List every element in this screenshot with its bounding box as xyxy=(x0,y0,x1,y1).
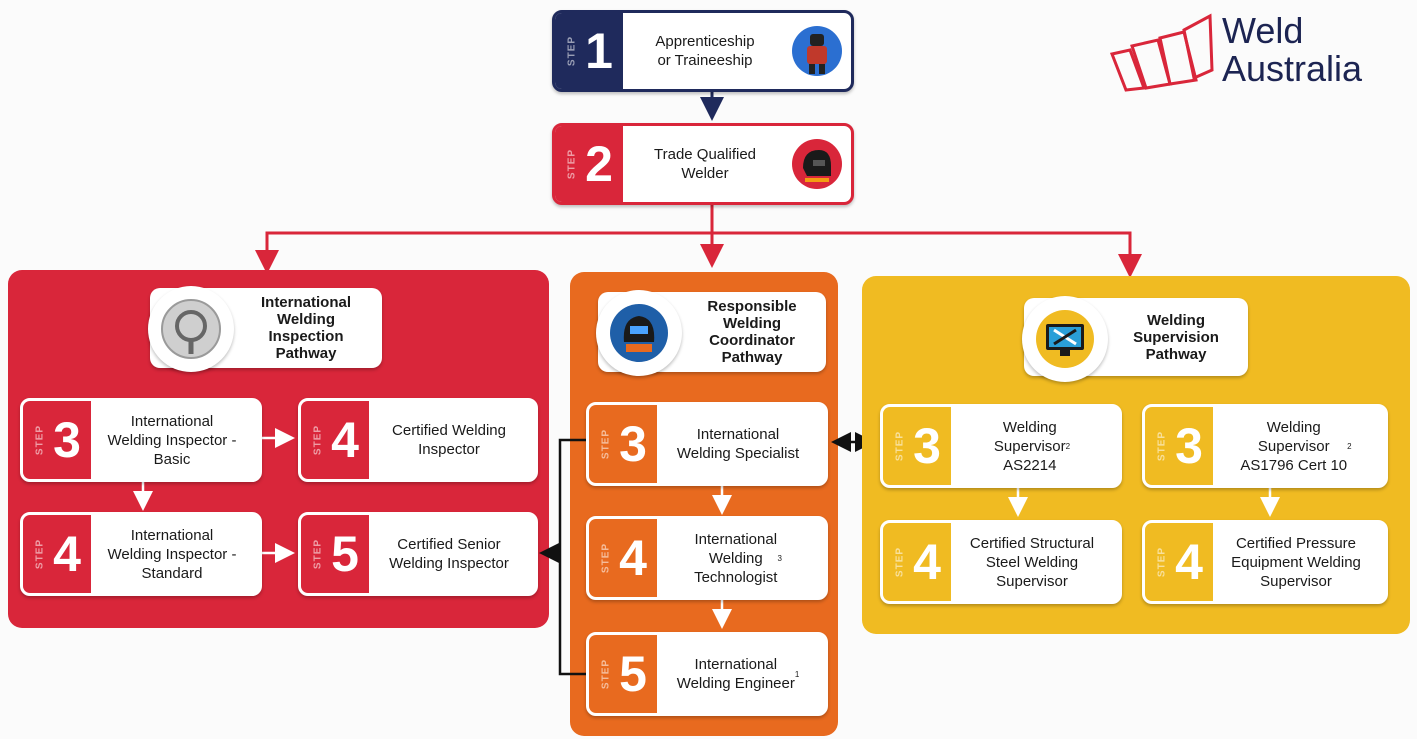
logo-mark-icon xyxy=(1109,13,1214,92)
inspection-step-standard: STEP 4 International Welding Inspector -… xyxy=(20,512,262,596)
step-number: 2 xyxy=(585,136,613,192)
inspection-step-senior-inspector: STEP 5 Certified Senior Welding Inspecto… xyxy=(298,512,538,596)
supervision-step-as1796: STEP 3 Welding Supervisor AS1796 Cert 10… xyxy=(1142,404,1388,488)
step-number: 4 xyxy=(619,530,647,586)
monitor-tools-icon xyxy=(1036,310,1094,368)
step-number: 3 xyxy=(1175,418,1203,474)
step-label: Certified Structural Steel Welding Super… xyxy=(969,534,1095,590)
step-label: International Welding Technologist xyxy=(694,530,778,586)
welding-helmet-icon xyxy=(792,139,842,189)
logo-text-australia: Australia xyxy=(1222,48,1363,89)
step-label: International Welding Inspector - Basic xyxy=(107,412,237,468)
welder-person-icon xyxy=(792,26,842,76)
step-1-card: STEP 1 Apprenticeship or Traineeship xyxy=(552,10,854,92)
pathway-title: Welding Supervision Pathway xyxy=(1133,311,1219,363)
inspection-step-basic: STEP 3 International Welding Inspector -… xyxy=(20,398,262,482)
step-number: 4 xyxy=(53,526,81,582)
step-number: 4 xyxy=(913,534,941,590)
step-number: 4 xyxy=(1175,534,1203,590)
step-label: Welding Supervisor AS1796 Cert 10 xyxy=(1240,418,1348,474)
step-label: Certified Welding Inspector xyxy=(392,422,506,458)
step-label: International Welding Inspector - Standa… xyxy=(107,526,237,582)
step-number: 3 xyxy=(53,412,81,468)
step-label: International Welding Specialist xyxy=(676,426,800,462)
logo-text-weld: Weld xyxy=(1222,10,1304,51)
footnote-mark: 3 xyxy=(777,553,782,563)
inspection-step-certified-inspector: STEP 4 Certified Welding Inspector xyxy=(298,398,538,482)
step-2-card: STEP 2 Trade Qualified Welder xyxy=(552,123,854,205)
pathway-title: International Welding Inspection Pathway xyxy=(260,294,351,362)
pathway-title: Responsible Welding Coordinator Pathway xyxy=(707,298,797,366)
step-label: Trade Qualified Welder xyxy=(654,146,756,182)
footnote-mark: 2 xyxy=(1065,441,1071,451)
step-label: Certified Senior Welding Inspector xyxy=(389,536,509,572)
step-number: 5 xyxy=(331,526,359,582)
step-label: International Welding Engineer xyxy=(676,656,795,692)
step-number: 3 xyxy=(913,418,941,474)
step-number: 3 xyxy=(619,416,647,472)
step-label: Apprenticeship or Traineeship xyxy=(655,33,755,69)
coordinator-step-specialist: STEP 3 International Welding Specialist xyxy=(586,402,828,486)
supervision-pathway-header: Welding Supervision Pathway xyxy=(1022,296,1248,382)
step-number: 5 xyxy=(619,646,647,702)
supervision-step-pressure-equipment: STEP 4 Certified Pressure Equipment Weld… xyxy=(1142,520,1388,604)
step-number: 4 xyxy=(331,412,359,468)
step-label: Welding Supervisor AS2214 xyxy=(993,418,1066,474)
inspection-pathway-header: International Welding Inspection Pathway xyxy=(148,286,382,372)
step-label: Certified Pressure Equipment Welding Sup… xyxy=(1231,534,1361,590)
footnote-mark: 2 xyxy=(1347,441,1352,451)
coordinator-pathway-header: Responsible Welding Coordinator Pathway xyxy=(596,290,826,376)
step-number: 1 xyxy=(585,23,613,79)
supervision-step-structural-steel: STEP 4 Certified Structural Steel Weldin… xyxy=(880,520,1122,604)
welding-mask-icon xyxy=(610,304,668,362)
coordinator-step-technologist: STEP 4 International Welding Technologis… xyxy=(586,516,828,600)
weld-australia-logo: Weld Australia xyxy=(1108,10,1408,92)
magnifier-icon xyxy=(161,299,221,359)
footnote-mark: 1 xyxy=(794,669,800,679)
